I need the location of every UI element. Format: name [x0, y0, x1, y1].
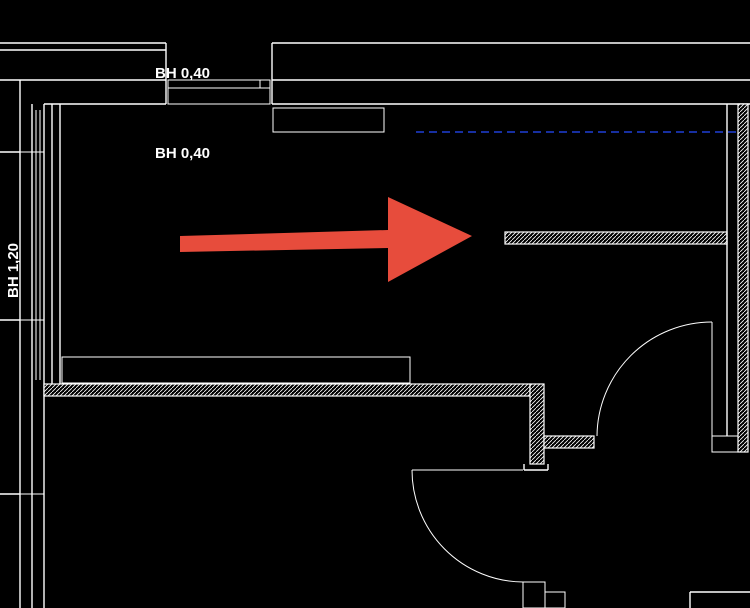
top-niche: [272, 107, 385, 133]
right-column: [711, 435, 739, 453]
right-arrow-icon: [180, 197, 472, 282]
hatched-wall-vertical-center: [529, 383, 545, 465]
hatched-wall-right: [737, 103, 749, 453]
door-right: [596, 321, 713, 437]
hatched-interior-wall: [504, 231, 728, 245]
window-label-left: BH 1,20: [5, 243, 22, 298]
left-wall: [0, 104, 45, 608]
room-border: [51, 104, 411, 384]
top-window: [167, 79, 271, 105]
lower-walls: [523, 464, 750, 608]
window-label-room: BH 0,40: [155, 145, 210, 162]
outer-wall-top: [0, 42, 750, 608]
hatched-wall-door-stub: [543, 435, 595, 449]
window-label-top: BH 0,40: [155, 65, 210, 82]
door-bottom: [411, 469, 566, 608]
hatched-wall-horizontal: [43, 383, 531, 397]
